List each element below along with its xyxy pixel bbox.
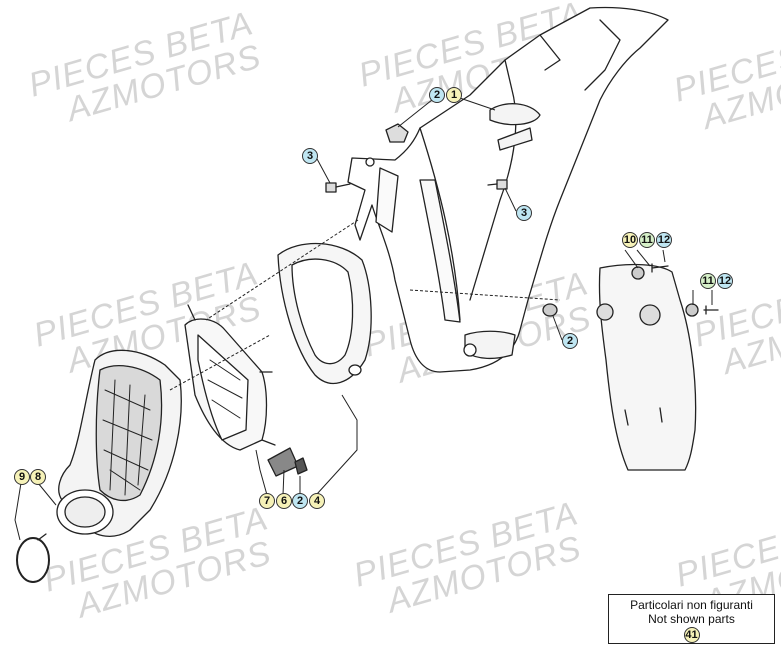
filter-clip (294, 457, 308, 475)
intake-duct (56, 349, 182, 537)
callout-41: 41 (683, 627, 700, 643)
hose-clamp-screw (37, 533, 47, 541)
callout-9: 9 (14, 469, 30, 485)
filter-clip (267, 447, 299, 477)
rubber-plug (385, 123, 409, 143)
screw (651, 263, 669, 273)
callout-12: 12 (656, 232, 672, 248)
callout-6: 6 (276, 493, 292, 509)
screw (703, 305, 719, 315)
bushing (685, 303, 699, 317)
filter-cage (184, 304, 276, 451)
callout-2: 2 (562, 333, 578, 349)
callout-11: 11 (700, 273, 716, 289)
callout-1: 1 (446, 87, 462, 103)
airbox-housing (347, 6, 669, 373)
screw (487, 179, 508, 190)
screw (325, 182, 351, 193)
not-shown-parts-legend: Particolari non figuranti Not shown part… (608, 594, 775, 644)
air-filter (277, 242, 372, 384)
side-cover (596, 263, 697, 471)
callout-3: 3 (516, 205, 532, 221)
callout-10: 10 (622, 232, 638, 248)
legend-line-italian: Particolari non figuranti (630, 598, 753, 612)
rubber-plug (542, 303, 558, 317)
legend-line-english: Not shown parts (648, 612, 735, 626)
callout-2: 2 (429, 87, 445, 103)
callout-7: 7 (259, 493, 275, 509)
callout-8: 8 (30, 469, 46, 485)
hose-clamp (16, 537, 50, 583)
callout-3: 3 (302, 148, 318, 164)
callout-2: 2 (292, 493, 308, 509)
bushing (631, 266, 645, 280)
callout-11: 11 (639, 232, 655, 248)
callout-12: 12 (717, 273, 733, 289)
callout-4: 4 (309, 493, 325, 509)
leader-lines (14, 95, 713, 541)
